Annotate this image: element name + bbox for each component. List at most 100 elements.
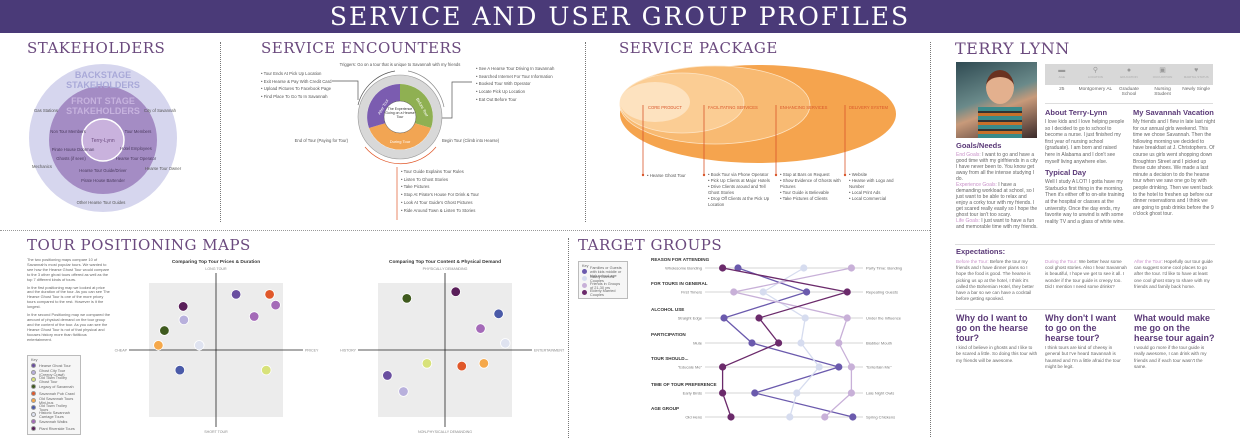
y-axis-top-label: LONG TOUR	[205, 267, 227, 271]
legend-swatch	[31, 398, 36, 403]
list-item: Drop Off Clients at the Pick Up Location	[708, 196, 770, 208]
dimension-right-label: Spring Chickens	[866, 415, 895, 420]
legend-label: Newly Married Couples	[590, 274, 615, 283]
data-point	[261, 364, 272, 376]
stat-education: ●EDUCATION	[1112, 64, 1146, 85]
list-item: Exit Hearse & Pay With Credit Card	[261, 78, 332, 86]
backstage-label: STAKEHOLDERS	[66, 80, 140, 90]
divider	[585, 42, 586, 222]
expectations: Before the Tour: Before the tour my frie…	[956, 259, 1216, 302]
series-point	[720, 314, 728, 322]
target-groups-title: TARGET GROUPS	[578, 236, 723, 254]
stat-location: ⚲LOCATION	[1079, 64, 1113, 85]
stat-label: EDUCATION	[1120, 75, 1138, 79]
legend-item: Families or Guests with kids middle or h…	[582, 266, 624, 278]
stat-label: MARITAL STATUS	[1183, 75, 1209, 79]
list-item: Hearse Ghost Tour	[647, 172, 686, 180]
about-text: I love kids and I love helping people so…	[1045, 119, 1125, 165]
legend-item: Ghost City Tour (Creepy Crawl)	[31, 368, 77, 377]
during-tour-list: Tour Guide Explains Tour Rules Listen To…	[401, 168, 479, 214]
positioning-description: The two positioning maps compare 10 of S…	[27, 257, 111, 342]
dimension-left-label: Straight Edge	[678, 316, 703, 321]
legend-item: Friends in Groups of 21-30 yrs	[582, 281, 624, 290]
frontstage-label: FRONT STAGE	[71, 96, 135, 106]
series-point	[849, 413, 857, 421]
dimension-right-label: Blabber Mouth	[866, 341, 892, 346]
persona-photo	[956, 62, 1037, 138]
legend-label: Old Town Trolley Tours	[39, 403, 67, 412]
stat-occupation: ▣OCCUPATION	[1146, 64, 1180, 85]
center-label: The Experience Going on a Hearse Tour	[385, 107, 415, 120]
list-item: Eat Out Before Tour	[476, 96, 554, 104]
stat-marital-status: ♥MARITAL STATUS	[1179, 64, 1213, 85]
persona-stats-bar: ▬AGE⚲LOCATION●EDUCATION▣OCCUPATION♥MARIT…	[1045, 64, 1213, 85]
series-point	[835, 339, 843, 347]
legend-swatch	[31, 377, 36, 382]
page-title: SERVICE AND USER GROUP PROFILES	[0, 0, 1240, 33]
x-axis-right-label: PRICEY	[305, 348, 319, 352]
list-item: Stop at Bars on Request	[780, 172, 842, 178]
list-item: Take Pictures	[401, 183, 479, 191]
core-ellipse	[620, 82, 690, 122]
divider	[568, 238, 569, 438]
data-point	[159, 325, 170, 336]
during-tour-segment	[369, 123, 431, 150]
list-item: Pick Up Clients at Major Hotels	[708, 178, 770, 184]
stakeholder: Mechanics	[32, 164, 52, 169]
target-groups-legend: Key Families or Guests with kids middle …	[578, 261, 628, 299]
series-point	[800, 264, 808, 272]
list-item: Show Evidence of Ghosts with Pictures	[780, 178, 842, 190]
list-item: Hearse with Logo and Number	[849, 178, 901, 190]
legend-label: Friends in Groups of 21-30 yrs	[590, 281, 621, 290]
legend-title: Key	[31, 358, 38, 362]
x-axis-left-label: CHEAP	[115, 348, 128, 352]
list-item: Drive Clients around and Tell Ghost Stor…	[708, 184, 770, 196]
stakeholder: Hearse Tour Guide/Driver	[79, 168, 127, 173]
stat-label: LOCATION	[1087, 75, 1103, 79]
series-point	[719, 389, 727, 397]
data-point	[456, 360, 467, 372]
scatter-chart-2: Comparing Top Tour Content & Physical De…	[340, 259, 565, 434]
dimension-left-label: First Timers	[681, 290, 702, 295]
begin-tour-label: Begin Tour (Climb into Hearse)	[442, 138, 500, 143]
question: What would make me go on the hearse tour…	[1134, 313, 1215, 370]
series-point	[734, 264, 742, 272]
stakeholder: Hotel Employees	[120, 146, 152, 151]
positioning-maps: Comparing Top Tour Prices & DurationLONG…	[115, 259, 565, 434]
legend-swatch	[31, 370, 36, 375]
list-item: Local Commercial	[849, 196, 901, 202]
series-point	[786, 413, 794, 421]
list-item: Tour Guide Explains Tour Rules	[401, 168, 479, 176]
vacation-title: My Savannah Vacation	[1133, 108, 1214, 117]
data-point	[382, 370, 393, 381]
stakeholder: Ghosts (if seen)	[56, 156, 86, 161]
goal-label: End Goals:	[956, 152, 981, 158]
dimension-left-label: Old Hens	[685, 415, 702, 420]
data-point	[177, 301, 189, 312]
legend-label: Ghost City Tour (Creepy Crawl)	[39, 368, 66, 377]
package-title: SERVICE PACKAGE	[619, 39, 778, 57]
series-point	[843, 288, 851, 296]
legend-item: Savannah Walks	[31, 418, 77, 425]
stat-age: ▬AGE	[1045, 64, 1079, 85]
data-point	[475, 323, 486, 334]
list-item: Local Print Ads	[849, 190, 901, 196]
person-icon: ●	[1126, 67, 1132, 74]
list-item: Find Place To Go To In Savannah	[261, 93, 332, 101]
series-point	[847, 363, 855, 371]
goal-label: Experience Goals:	[956, 182, 997, 188]
heart-icon: ♥	[1194, 67, 1199, 74]
legend-swatch	[31, 412, 36, 417]
enhancing-list: Stop at Bars on Request Show Evidence of…	[780, 172, 842, 202]
series-point	[755, 314, 763, 322]
x-axis-left-label: HISTORY	[340, 348, 356, 352]
legend-label: Old Savannah Tours Mini-bus	[39, 396, 74, 405]
typical-day-text: Well I study A LOT! I gotta have my Star…	[1045, 179, 1125, 225]
legend-item: Newly Married Couples	[582, 274, 624, 283]
delivery-list: Website Hearse with Logo and Number Loca…	[849, 172, 901, 202]
legend-item: Hearse Ghost Tour	[31, 362, 77, 369]
list-item: Website	[849, 172, 901, 178]
legend-swatch	[31, 405, 36, 410]
legend-label: Historic Savannah Carriage Tours	[39, 410, 70, 419]
data-point	[450, 286, 461, 297]
